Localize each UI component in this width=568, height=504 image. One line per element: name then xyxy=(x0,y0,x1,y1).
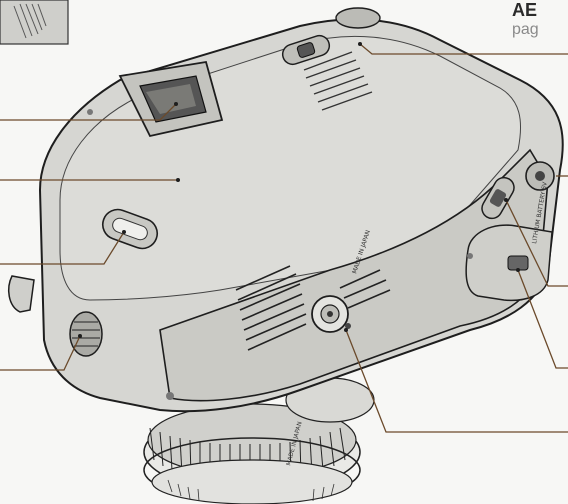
camera-body: MADE IN JAPAN LITHIUM BATTERY 6V xyxy=(7,7,564,413)
caption-block: AE pag xyxy=(512,0,568,48)
callout-tripod-socket xyxy=(345,329,568,433)
callout-side-connector xyxy=(0,335,81,371)
callout-top-slider xyxy=(359,43,568,55)
lens-barrel: MADE IN JAPAN xyxy=(143,377,375,504)
inset-thumbnail xyxy=(0,0,69,45)
callout-viewfinder-eyepiece xyxy=(0,103,177,121)
caption-subtitle: pag xyxy=(512,21,539,38)
caption-title: AE xyxy=(512,0,538,20)
callout-battery-compartment xyxy=(505,199,568,287)
callout-strap-eyelet xyxy=(0,231,125,265)
callout-lines xyxy=(0,43,568,433)
callout-battery-door xyxy=(517,269,568,369)
